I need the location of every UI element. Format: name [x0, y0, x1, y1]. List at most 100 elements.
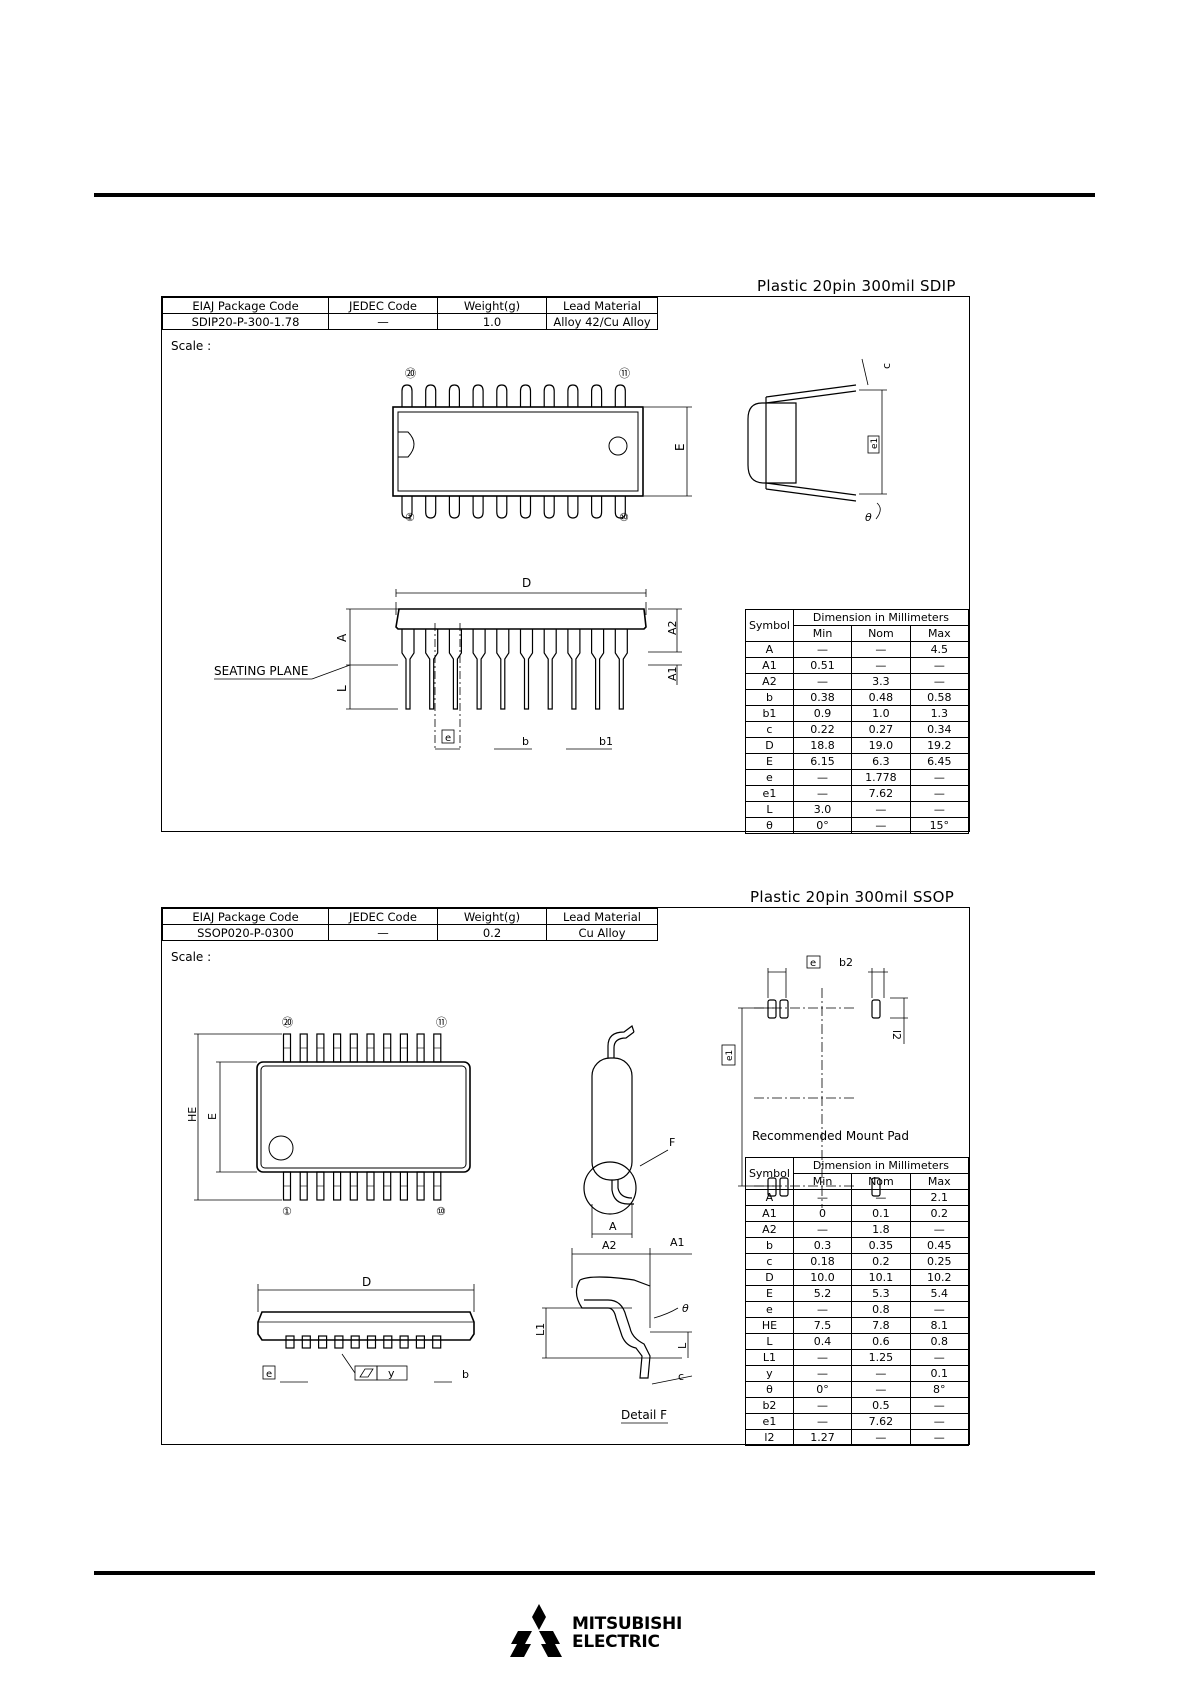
- brand-line-1: MITSUBISHI: [572, 1614, 682, 1634]
- dim-A1-label: A1: [666, 666, 679, 681]
- pin: [614, 629, 628, 710]
- nom-cell: —: [851, 657, 911, 674]
- nom-cell: 5.3: [851, 1285, 911, 1302]
- ssop-drawing-frame: EIAJ Package Code JEDEC Code Weight(g) L…: [161, 907, 970, 1446]
- dim-y-label: y: [388, 1367, 395, 1380]
- pin: [399, 1335, 409, 1349]
- symbol-cell: θ: [745, 817, 794, 834]
- max-cell: 6.45: [909, 753, 970, 770]
- pin: [519, 496, 532, 519]
- symbol-cell: c: [745, 1253, 794, 1270]
- max-cell: —: [909, 801, 970, 818]
- pin: [366, 1335, 377, 1349]
- max-cell: 5.4: [909, 1285, 970, 1302]
- min-cell: 7.5: [792, 1317, 853, 1334]
- symbol-cell: e1: [745, 1413, 794, 1430]
- table-row: A——2.1: [745, 1189, 970, 1206]
- dim-D-label: D: [522, 576, 531, 590]
- ssop-top-pins: [282, 1033, 442, 1201]
- max-cell: —: [909, 1429, 970, 1446]
- pin: [448, 384, 460, 407]
- pin: [614, 384, 626, 407]
- dimension-group-header: Dimension in Millimeters: [792, 1157, 970, 1174]
- table-row: A2—1.8—: [745, 1221, 970, 1238]
- three-diamonds-icon: [510, 1604, 562, 1657]
- symbol-cell: D: [745, 737, 794, 754]
- pin: [567, 496, 579, 519]
- nom-cell: —: [851, 1429, 911, 1446]
- min-cell: —: [792, 1301, 853, 1318]
- dim-e-label: e: [266, 1369, 272, 1380]
- detail-f-lead: [575, 1279, 651, 1379]
- info-header: EIAJ Package Code: [162, 908, 329, 925]
- nom-cell: 1.778: [851, 769, 911, 786]
- dim-A2-label: A2: [602, 1239, 617, 1252]
- symbol-cell: A2: [745, 673, 794, 690]
- min-cell: 3.0: [792, 801, 853, 818]
- nom-cell: 0.5: [851, 1397, 911, 1414]
- nom-cell: 0.35: [851, 1237, 911, 1254]
- nom-cell: —: [851, 801, 911, 818]
- pin: [401, 629, 415, 710]
- min-cell: —: [792, 769, 853, 786]
- pin: [519, 629, 534, 710]
- dimension-group-header: Dimension in Millimeters: [792, 609, 970, 626]
- min-cell: —: [792, 641, 853, 658]
- min-cell: 5.2: [792, 1285, 853, 1302]
- pin: [496, 384, 508, 407]
- pin: [567, 629, 581, 710]
- min-cell: —: [792, 1221, 853, 1238]
- pin: [448, 629, 462, 710]
- weight-value: 1.0: [437, 313, 547, 330]
- pin-10-label: ⑩: [436, 1205, 446, 1218]
- dim-theta-label: θ: [865, 511, 872, 524]
- sdip-package-title: Plastic 20pin 300mil SDIP: [757, 277, 956, 295]
- eiaj-code-value: SDIP20-P-300-1.78: [162, 313, 329, 330]
- symbol-cell: HE: [745, 1317, 794, 1334]
- pin: [614, 496, 626, 519]
- dim-c-label: c: [880, 363, 893, 369]
- sdip-body-inner: [397, 411, 639, 492]
- symbol-cell: E: [745, 753, 794, 770]
- symbol-cell: l2: [745, 1429, 794, 1446]
- max-cell: 0.25: [909, 1253, 970, 1270]
- bottom-rule: [94, 1571, 1095, 1575]
- nom-cell: —: [851, 1365, 911, 1382]
- ssop-body-outline: [256, 1061, 471, 1173]
- min-cell: —: [792, 1189, 853, 1206]
- pin-1-label: ①: [405, 511, 415, 524]
- max-cell: —: [909, 769, 970, 786]
- sdip-drawing-frame: EIAJ Package Code JEDEC Code Weight(g) L…: [161, 296, 970, 834]
- dim-F-label: F: [669, 1136, 675, 1149]
- nom-cell: 0.48: [851, 689, 911, 706]
- max-cell: 0.8: [909, 1333, 970, 1350]
- mount-pad-label: Recommended Mount Pad: [752, 1129, 909, 1143]
- pin: [425, 496, 437, 519]
- min-cell: —: [792, 1397, 853, 1414]
- symbol-cell: e: [745, 769, 794, 786]
- max-cell: 8°: [909, 1381, 970, 1398]
- nom-cell: 0.2: [851, 1253, 911, 1270]
- symbol-cell: A1: [745, 1205, 794, 1222]
- nom-cell: 0.6: [851, 1333, 911, 1350]
- symbol-cell: c: [745, 721, 794, 738]
- max-cell: —: [909, 1349, 970, 1366]
- pin: [472, 384, 484, 407]
- pad: [767, 999, 777, 1019]
- pin: [383, 1335, 393, 1349]
- sdip-info-table: EIAJ Package Code JEDEC Code Weight(g) L…: [162, 297, 658, 330]
- nom-cell: —: [851, 817, 911, 834]
- max-cell: 19.2: [909, 737, 970, 754]
- pin: [543, 384, 555, 407]
- pin: [350, 1335, 360, 1349]
- nom-cell: 7.62: [851, 1413, 911, 1430]
